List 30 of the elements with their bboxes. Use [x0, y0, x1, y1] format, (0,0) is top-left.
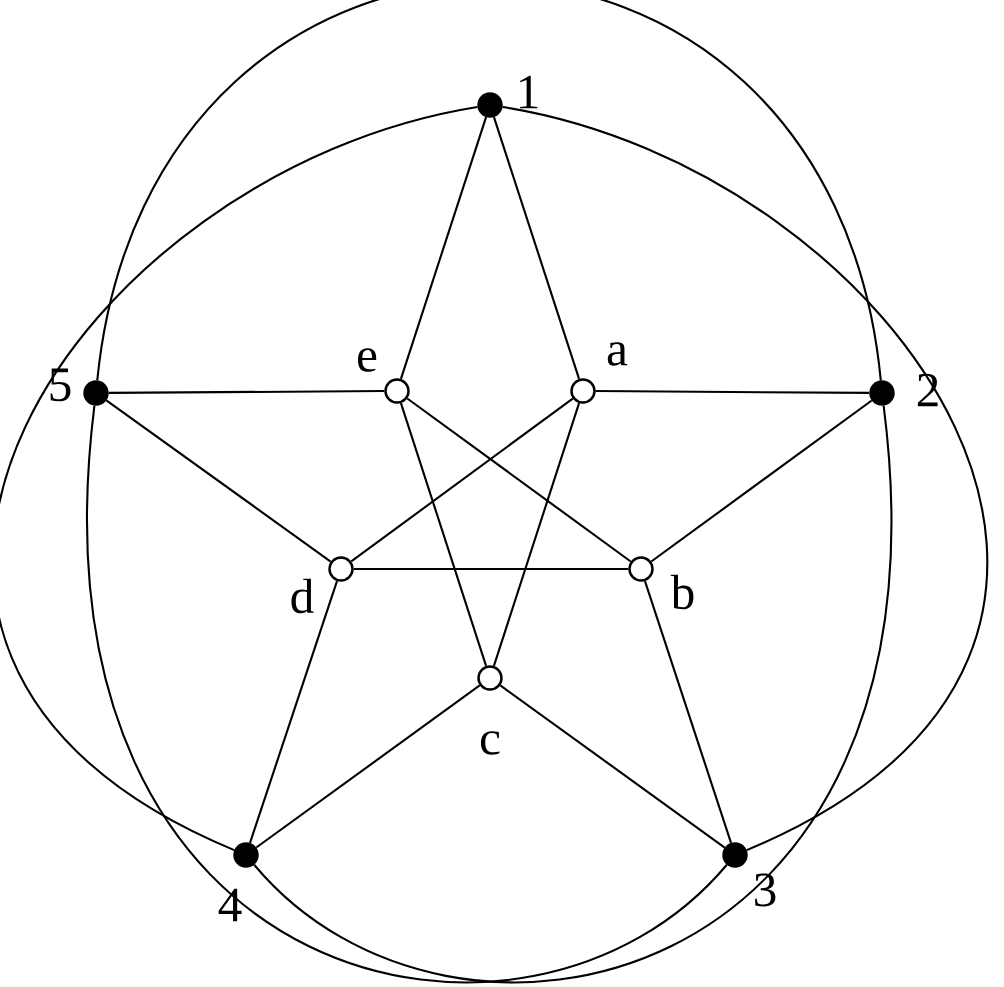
edge-line: [406, 397, 632, 563]
edge-line: [249, 580, 338, 844]
edge-line: [108, 390, 385, 394]
edge-line: [643, 580, 733, 844]
vertex-label: b: [670, 574, 694, 610]
edge-line: [350, 397, 574, 563]
vertex-label: a: [607, 342, 628, 366]
edge-line: [105, 399, 332, 563]
curved-edge: [96, 0, 882, 381]
curved-edge: [0, 105, 478, 852]
edge-line: [399, 402, 488, 667]
edge-line: [650, 399, 873, 563]
vertex-label: 3: [755, 873, 776, 907]
vertex-label: 1: [520, 75, 538, 109]
edge-line: [492, 116, 581, 380]
vertex-label: e: [358, 348, 377, 372]
edge-line: [595, 390, 870, 394]
vertex-label: 2: [917, 373, 938, 407]
vertex-label: 5: [50, 368, 71, 402]
edge-line: [353, 567, 629, 571]
edge-line: [499, 684, 726, 849]
vertex-label: 4: [218, 888, 242, 922]
edge-line: [399, 116, 488, 380]
edge-line: [255, 684, 481, 849]
vertex-label: d: [291, 578, 314, 614]
curved-edge: [253, 405, 892, 983]
curved-edge: [86, 405, 728, 983]
vertex-label: c: [480, 731, 500, 755]
edge-line: [492, 402, 581, 667]
curved-edge: [502, 105, 988, 852]
